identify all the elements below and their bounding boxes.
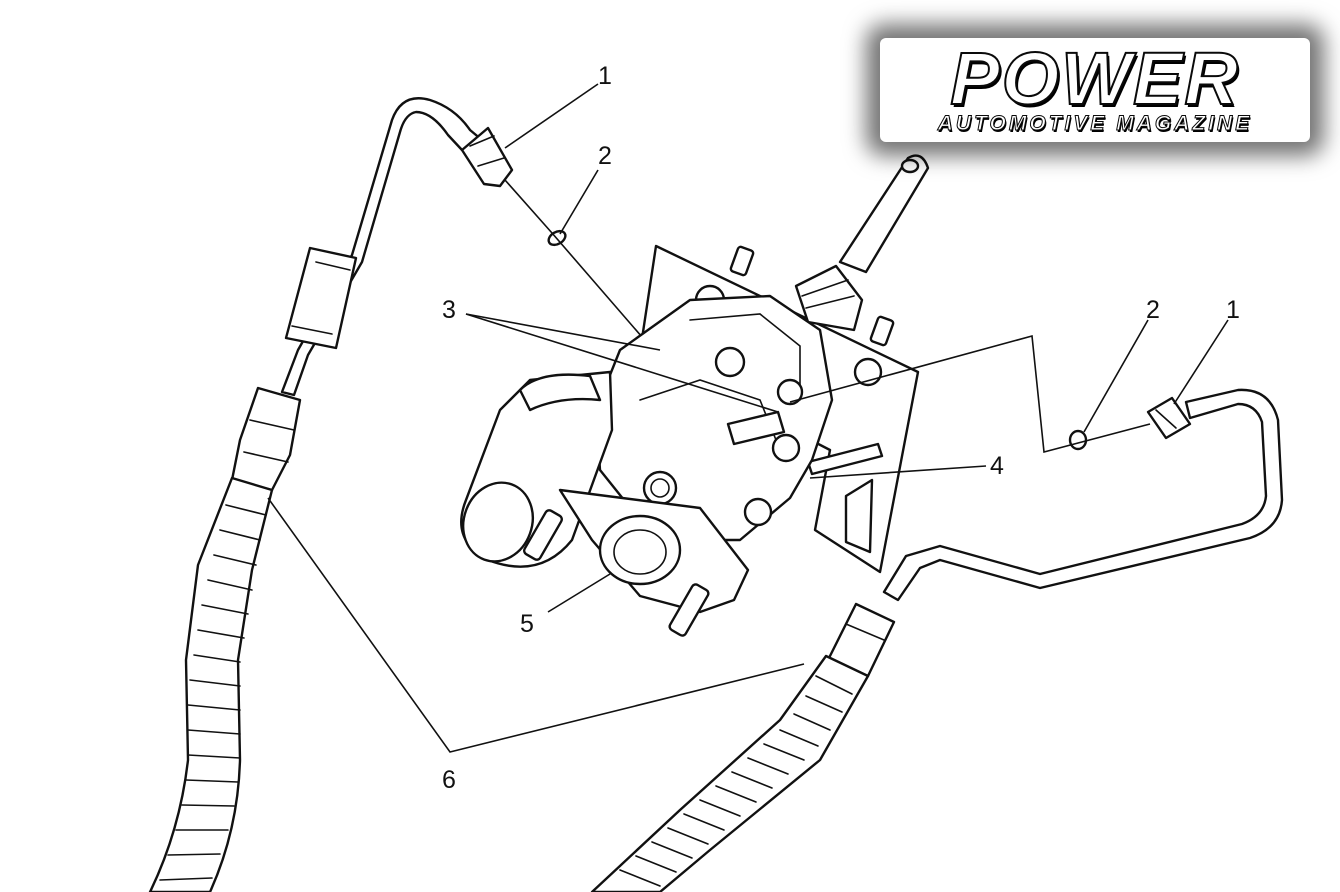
port-tube — [726, 410, 786, 446]
pushrod — [838, 154, 930, 274]
callout-4: 4 — [990, 452, 1004, 480]
callout-6: 6 — [442, 766, 456, 794]
callout-2-right: 2 — [1146, 296, 1160, 324]
stud-top-left — [729, 245, 755, 277]
right-install-path-line — [789, 334, 1151, 454]
left-tube-nut — [460, 126, 514, 188]
plate-slot — [806, 442, 884, 476]
logo-title: POWER — [949, 37, 1240, 120]
stud-lower-right — [668, 583, 710, 637]
callout-1-right: 1 — [1226, 296, 1240, 324]
callout-1-left: 1 — [598, 62, 612, 90]
callout-5: 5 — [520, 610, 534, 638]
right-o-ring — [1068, 429, 1088, 451]
right-tube-nut — [1146, 396, 1192, 440]
left-flexible-hose — [148, 476, 274, 892]
left-hose-end-fitting — [230, 386, 302, 492]
motor-end-cap — [462, 481, 534, 563]
callout-leaders — [267, 83, 1229, 753]
stud-top-right — [869, 315, 895, 347]
right-hydraulic-line — [590, 388, 1284, 892]
left-metal-tube — [280, 97, 494, 397]
right-metal-tube — [882, 388, 1284, 602]
right-flexible-hose — [590, 654, 870, 892]
callout-2-left: 2 — [598, 142, 612, 170]
left-hydraulic-line — [148, 97, 514, 892]
logo-subtitle: AUTOMOTIVE MAGAZINE — [937, 112, 1253, 136]
booster-boot — [794, 264, 864, 332]
callout-3: 3 — [442, 296, 456, 324]
left-hose-ribs — [159, 504, 267, 881]
brake-modulator-assembly — [460, 154, 930, 637]
stud-lower-left — [522, 509, 564, 561]
right-hose-ribs — [619, 675, 853, 887]
left-hose-clamp — [284, 246, 358, 350]
left-install-path-line — [504, 179, 656, 353]
power-magazine-logo: POWER AUTOMOTIVE MAGAZINE — [880, 38, 1310, 142]
